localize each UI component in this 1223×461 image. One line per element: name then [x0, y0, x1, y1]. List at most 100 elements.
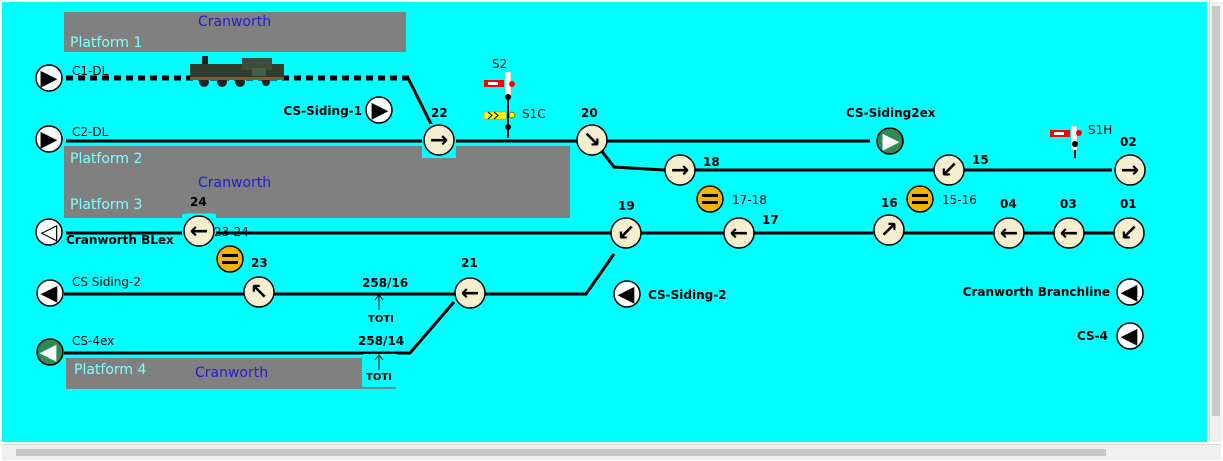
point-01-label: 01 [1120, 197, 1137, 211]
arrow-right-icon: → [671, 158, 689, 183]
entry-c1-dl[interactable]: ▶ C1-DL [35, 64, 109, 92]
arrow-left-icon: ← [1060, 221, 1078, 246]
horizontal-scroll-thumb[interactable] [16, 449, 1106, 456]
point-15-label: 15 [972, 153, 989, 167]
entry-cs-siding-1[interactable]: ▶ CS-Siding-1 [283, 96, 393, 124]
play-icon: ▶ [883, 129, 900, 154]
platform-1: Cranworth Platform 1 [64, 12, 406, 52]
vertical-scrollbar[interactable] [1209, 2, 1222, 442]
exit-cranworth-blex[interactable]: ◁ Cranworth BLex [35, 218, 174, 247]
point-18-label: 18 [703, 155, 720, 169]
arrow-left-icon: ← [461, 281, 479, 306]
point-02-label: 02 [1120, 135, 1137, 149]
point-22-label: 22 [431, 106, 448, 120]
platform-1-name: Platform 1 [70, 35, 142, 51]
signal-s1c-label: S1C [522, 107, 546, 121]
crossing-258-14[interactable]: 258/14 TOTI [358, 334, 404, 384]
back-icon: ◀ [1121, 280, 1138, 305]
arrow-left-icon: ← [1000, 221, 1018, 246]
crossing-258-14-toti: TOTI [366, 372, 392, 383]
point-16-label: 16 [881, 196, 898, 210]
arrow-right-icon: → [430, 128, 448, 153]
crossover-15-16[interactable]: 15-16 [906, 185, 977, 213]
point-01[interactable]: ↙ 01 [1113, 197, 1145, 249]
entry-cs-siding2ex[interactable]: ▶ CS-Siding2ex [846, 106, 936, 155]
exit-cs-siding-2-mid-label: CS-Siding-2 [648, 288, 727, 302]
crossover-23-24[interactable]: 23-24 [214, 225, 249, 273]
platform-1-station: Cranworth [198, 14, 271, 30]
signal-s2-label: S2 [492, 57, 507, 71]
point-21[interactable]: ← 21 [454, 256, 486, 309]
exit-cs-4ex-label: CS-4ex [72, 334, 114, 348]
play-icon: ▶ [41, 127, 58, 152]
point-24[interactable]: ← 24 [183, 195, 215, 247]
track-cs-4 [64, 301, 456, 355]
signal-s1h[interactable]: S1H [1050, 123, 1112, 158]
entry-cs-siding-1-label: CS-Siding-1 [283, 104, 362, 118]
crossover-23-24-label: 23-24 [214, 225, 249, 239]
exit-cs-siding-2-mid[interactable]: ◀ CS-Siding-2 [613, 280, 727, 308]
point-19-label: 19 [618, 199, 635, 213]
signal-s1h-label: S1H [1088, 123, 1112, 137]
entry-cs-siding2ex-label: CS-Siding2ex [846, 106, 936, 120]
exit-cs-4[interactable]: ◀ CS-4 [1077, 322, 1144, 350]
entry-c2-dl-label: C2-DL [72, 125, 109, 139]
arrow-down-left-icon: ↙ [1120, 221, 1138, 246]
point-04-label: 04 [1000, 197, 1017, 211]
platform-3-name: Platform 3 [70, 197, 142, 213]
platform-2-3: Platform 2 Cranworth Platform 3 [64, 146, 570, 218]
track-cs-siding-2 [64, 253, 616, 296]
play-icon: ▶ [41, 66, 58, 91]
platform-4-name: Platform 4 [74, 362, 146, 378]
horizontal-scrollbar[interactable] [2, 444, 1221, 460]
point-20-label: 20 [581, 106, 598, 120]
exit-cranworth-blex-label: Cranworth BLex [66, 233, 174, 247]
point-18[interactable]: → 18 [664, 154, 720, 186]
exit-cranworth-branchline[interactable]: ◀ Cranworth Branchline [963, 278, 1144, 306]
arrow-right-icon: → [1121, 158, 1139, 183]
signal-s1c[interactable]: S1C [483, 107, 546, 130]
arrow-left-icon: ← [730, 221, 748, 246]
back-icon: ◀ [1121, 324, 1138, 349]
crossing-258-14-label: 258/14 [358, 334, 404, 348]
point-02[interactable]: → 02 [1114, 135, 1146, 186]
track-diagram: Cranworth Platform 1 Platform 2 Cranwort… [35, 12, 1146, 389]
crossover-15-16-label: 15-16 [942, 193, 977, 207]
crossing-258-16-toti: TOTI [368, 314, 394, 325]
arrow-up-right-icon: ↗ [880, 218, 898, 243]
point-15[interactable]: ↙ 15 [933, 153, 989, 186]
back-icon: ◀ [40, 340, 57, 365]
entry-c1-dl-label: C1-DL [72, 64, 109, 78]
point-23[interactable]: ↖ 23 [243, 256, 275, 308]
point-19[interactable]: ↙ 19 [610, 199, 642, 249]
point-17[interactable]: ← 17 [723, 213, 779, 249]
point-20[interactable]: ↘ 20 [576, 106, 608, 156]
platform-2-name: Platform 2 [70, 151, 142, 167]
point-03-label: 03 [1060, 197, 1077, 211]
crossing-258-16[interactable]: 258/16 TOTI [362, 276, 408, 325]
platform-3-station: Cranworth [198, 175, 271, 191]
play-icon: ▶ [372, 98, 389, 123]
vertical-scroll-thumb[interactable] [1212, 6, 1220, 416]
crossing-258-16-label: 258/16 [362, 276, 408, 290]
point-21-label: 21 [461, 256, 478, 270]
point-04[interactable]: ← 04 [993, 197, 1025, 249]
exit-cs-siding-2-left-label: CS Siding-2 [72, 275, 141, 289]
exit-cs-4-label: CS-4 [1077, 329, 1108, 343]
arrow-down-left-icon: ↙ [940, 158, 958, 183]
entry-c2-dl[interactable]: ▶ C2-DL [35, 125, 109, 153]
track-diagram-canvas: Cranworth Platform 1 Platform 2 Cranwort… [2, 2, 1207, 442]
crossover-17-18-label: 17-18 [732, 193, 767, 207]
back-icon: ◀ [41, 281, 58, 306]
arrow-down-left-icon: ↙ [617, 221, 635, 246]
point-22[interactable]: → 22 [423, 106, 455, 156]
platform-4-station: Cranworth [195, 365, 268, 381]
exit-cs-siding-2-left[interactable]: ◀ CS Siding-2 [36, 275, 141, 307]
exit-cs-4ex[interactable]: ◀ CS-4ex [36, 334, 114, 366]
locomotive-icon [190, 56, 284, 87]
point-24-label: 24 [190, 195, 207, 209]
crossover-17-18[interactable]: 17-18 [696, 185, 767, 213]
point-03[interactable]: ← 03 [1053, 197, 1085, 249]
point-16[interactable]: ↗ 16 [873, 196, 905, 246]
platform-4: Platform 4 Cranworth [66, 358, 396, 389]
